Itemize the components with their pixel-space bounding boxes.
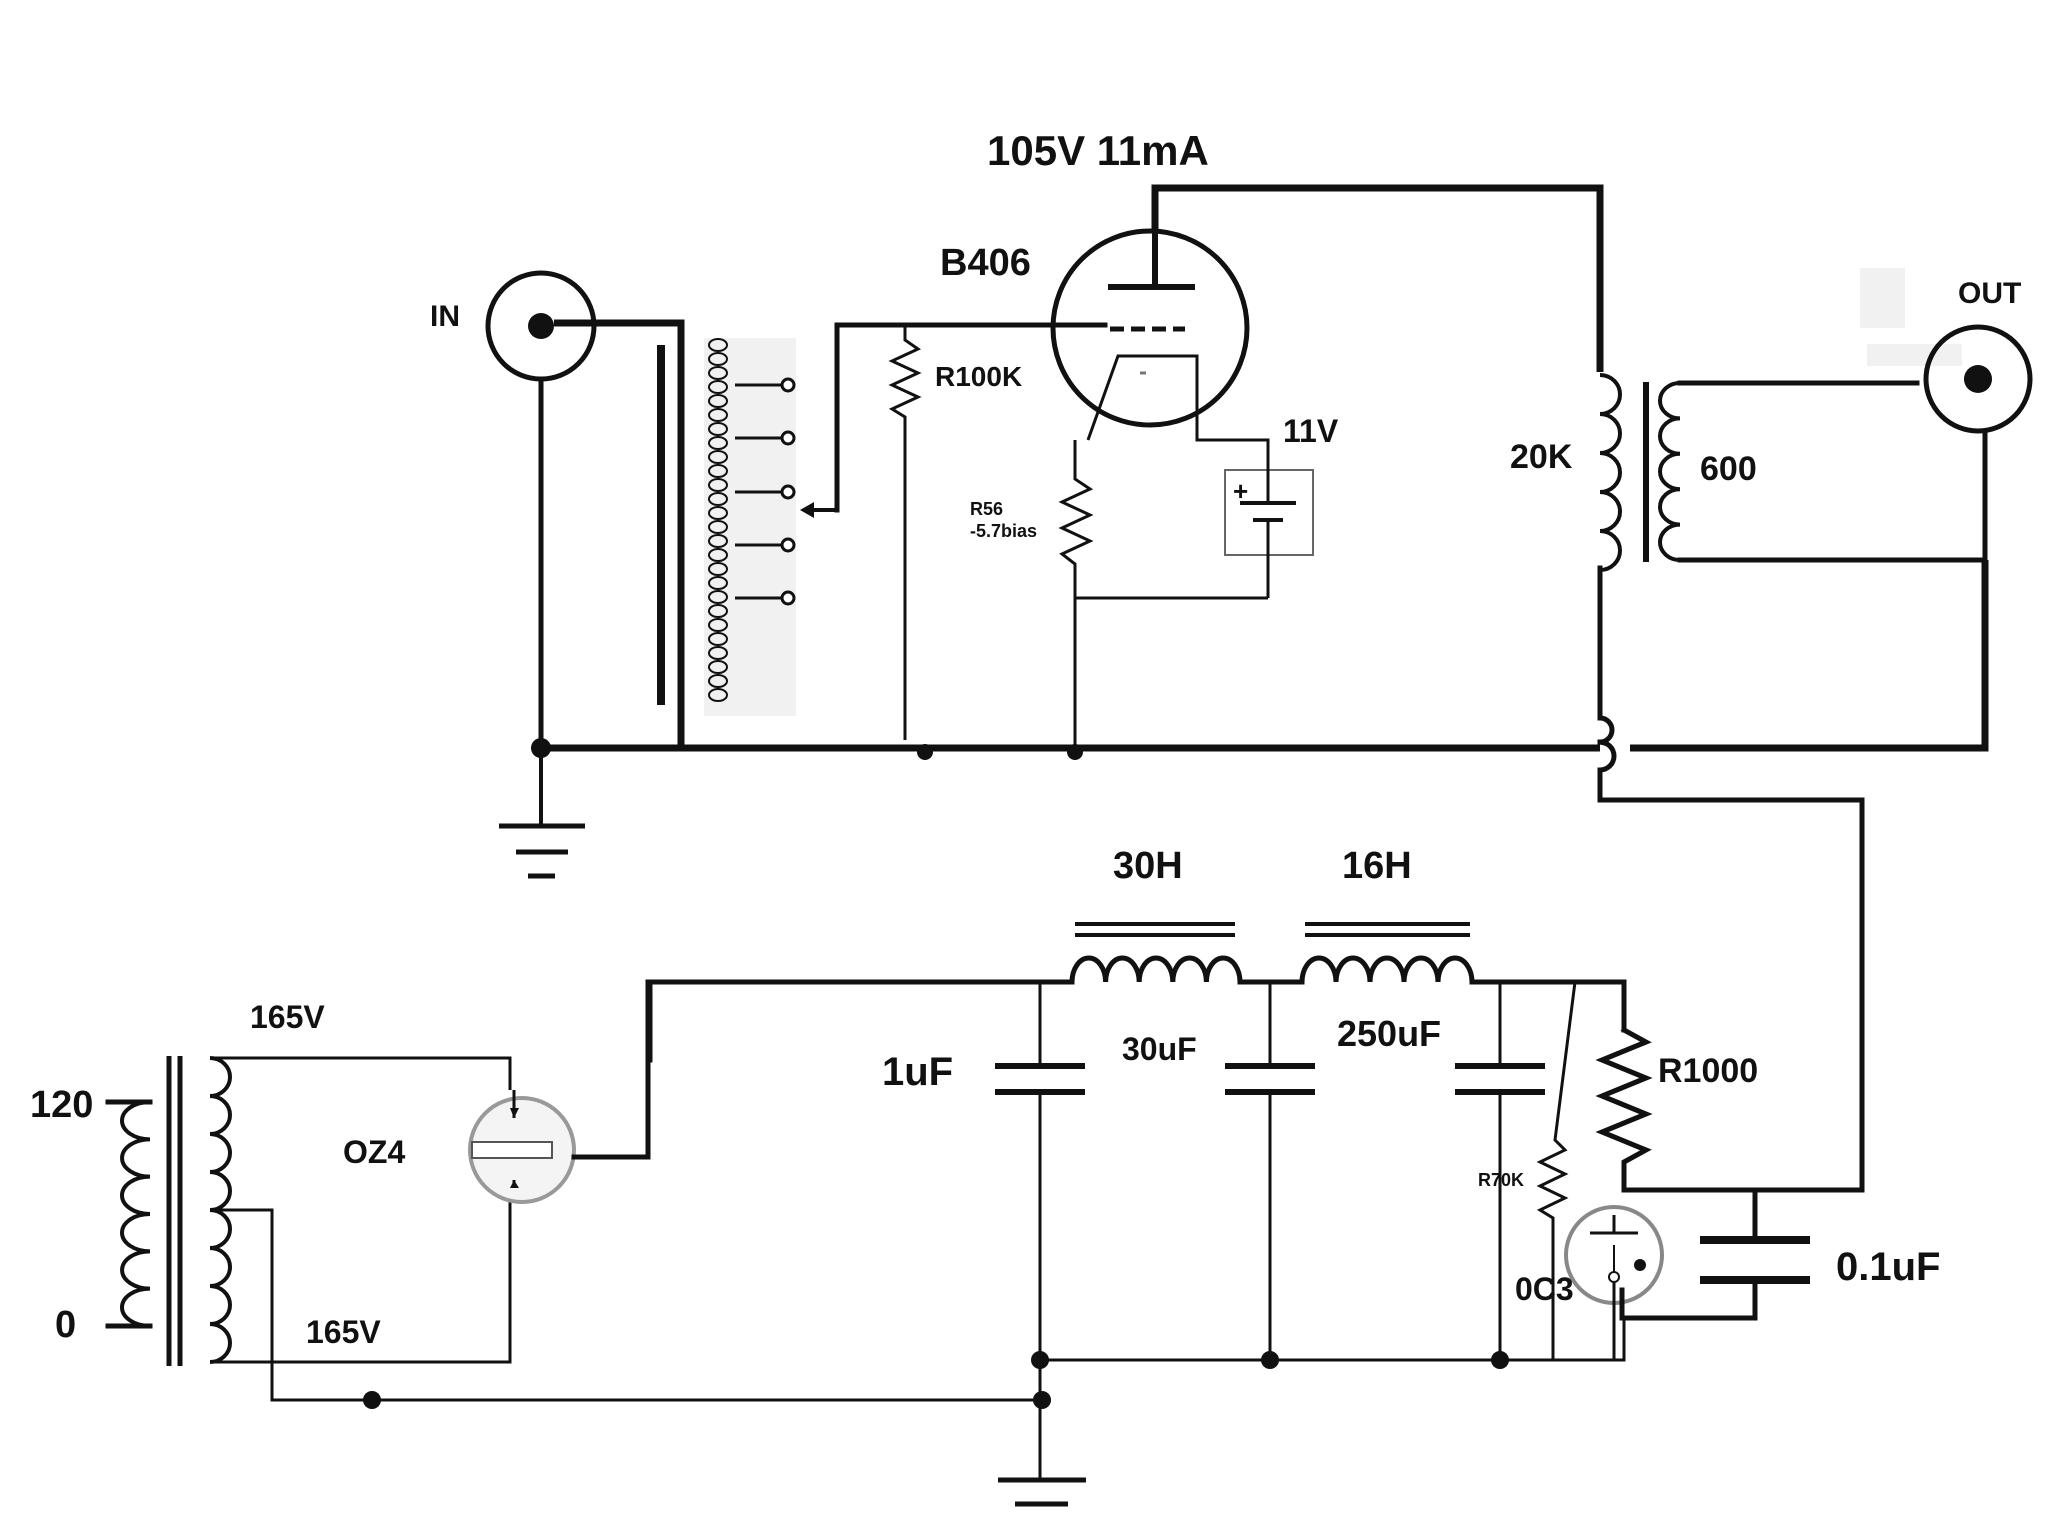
choke2-label: 16H — [1342, 845, 1412, 887]
secondary-top-voltage: 165V — [250, 999, 325, 1035]
rectifier-tube-oz4 — [468, 1090, 576, 1204]
svg-text:+: + — [1233, 476, 1248, 506]
grid-resistor — [888, 325, 922, 740]
cap2-label: 30uF — [1122, 1031, 1197, 1067]
regulator-resistor-label: R70K — [1478, 1170, 1524, 1190]
secondary-bottom-voltage: 165V — [306, 1314, 381, 1350]
ground-symbol-bottom — [998, 1477, 1086, 1507]
secondary-impedance-label: 600 — [1700, 450, 1757, 488]
capacitor-30uf — [1225, 982, 1315, 1360]
output-label: OUT — [1958, 277, 2021, 310]
rectifier-label: OZ4 — [343, 1134, 405, 1170]
resistor-r1000 — [1595, 1026, 1865, 1193]
resistor-r70k — [1536, 981, 1577, 1360]
output-jack — [1923, 324, 2033, 434]
choke1-label: 30H — [1113, 845, 1183, 887]
input-label: IN — [430, 300, 460, 333]
capacitor-250uf — [1455, 982, 1545, 1360]
dropping-resistor-label: R1000 — [1658, 1052, 1758, 1090]
power-transformer — [120, 1056, 232, 1366]
capacitor-1uf — [995, 982, 1085, 1360]
filter-choke-30h — [1069, 922, 1243, 983]
primary-impedance-label: 20K — [1510, 438, 1573, 476]
input-transformer — [657, 338, 796, 716]
filament-battery: + — [1224, 465, 1314, 598]
tube-label: B406 — [940, 242, 1031, 284]
mains-high-label: 120 — [30, 1084, 93, 1126]
triode-tube-b406 — [1050, 228, 1270, 470]
grid-resistor-label: R100K — [935, 361, 1022, 392]
mains-low-label: 0 — [55, 1304, 76, 1346]
bias-note: -5.7bias — [970, 521, 1037, 541]
regulator-tube-0c3 — [1564, 1205, 1664, 1360]
filter-choke-16h — [1299, 922, 1475, 983]
capacitor-0-1uf — [1619, 1187, 1810, 1321]
cap3-label: 250uF — [1337, 1013, 1441, 1054]
filament-voltage-label: 11V — [1283, 413, 1339, 449]
plate-voltage-current: 105V 11mA — [987, 127, 1209, 174]
cap1-label: 1uF — [882, 1050, 953, 1094]
cap4-label: 0.1uF — [1836, 1245, 1940, 1289]
regulator-label: 0C3 — [1515, 1271, 1574, 1307]
output-transformer — [1599, 373, 1681, 572]
cathode-resistor — [1058, 440, 1094, 748]
ground-symbol-top — [499, 742, 585, 879]
cathode-resistor-label: R56 — [970, 499, 1003, 519]
